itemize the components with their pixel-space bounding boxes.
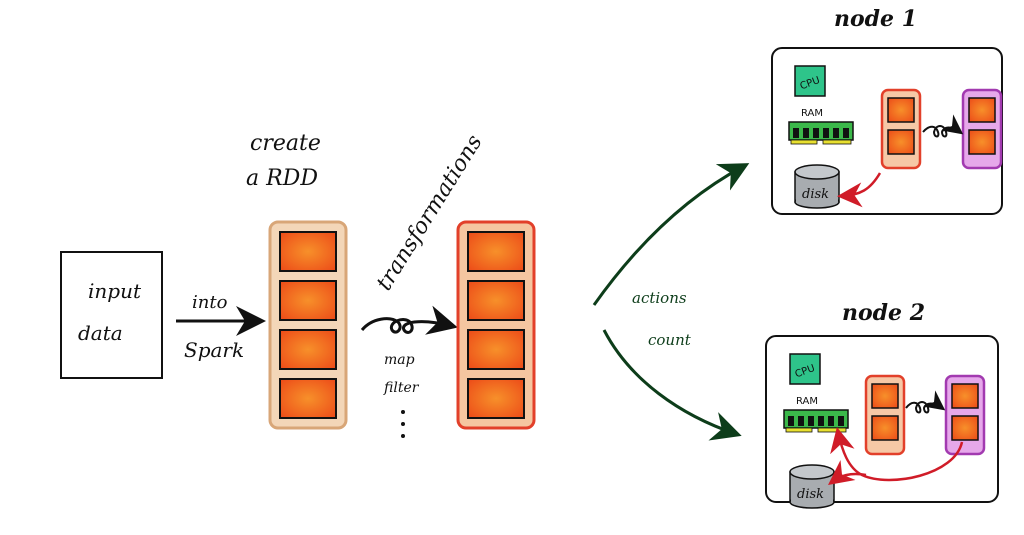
- input-label: input: [88, 279, 142, 303]
- into-label: into: [192, 292, 228, 313]
- filter-label: filter: [383, 380, 420, 396]
- rdd-container: [456, 220, 536, 430]
- create-label: create: [250, 131, 321, 156]
- cpu-icon: [789, 353, 821, 385]
- node-1-title: node 1: [834, 6, 917, 32]
- ram-chip: [788, 416, 794, 426]
- spark-label: Spark: [184, 338, 244, 362]
- node-partition: [887, 97, 915, 123]
- disk-top: [794, 164, 840, 180]
- ram-pins: [822, 139, 852, 145]
- ram-pins: [817, 427, 847, 433]
- node-partition: [871, 383, 899, 409]
- ram-chip: [833, 128, 839, 138]
- map-label: map: [384, 352, 415, 368]
- cpu-icon: [794, 65, 826, 97]
- rdd-partition: [467, 329, 525, 370]
- into-spark-arrow: into Spark: [176, 292, 266, 362]
- ram-chip: [793, 128, 799, 138]
- ram-chip: [818, 416, 824, 426]
- node-2-title: node 2: [842, 300, 925, 326]
- disk-label: disk: [797, 487, 824, 502]
- ram-chip: [843, 128, 849, 138]
- node-partition: [871, 415, 899, 441]
- actions-label: actions: [632, 289, 687, 307]
- disk-body: [791, 486, 833, 502]
- ram-chip: [813, 128, 819, 138]
- ram-pins: [790, 139, 818, 145]
- ellipsis-dots: [401, 410, 405, 438]
- actions-arrow-up: [592, 163, 750, 306]
- rdd-partition: [279, 231, 337, 272]
- rdd-partition: [467, 378, 525, 419]
- disk-label: disk: [802, 187, 829, 202]
- node-partition: [951, 383, 979, 409]
- rdd-initial: [268, 220, 348, 430]
- ram-chip: [803, 128, 809, 138]
- actions-arrow-down: [602, 329, 742, 441]
- rdd-partition: [467, 231, 525, 272]
- data-label: data: [78, 321, 123, 345]
- node-partition: [887, 129, 915, 155]
- rdd-transformed: [456, 220, 536, 430]
- node-partition: [951, 415, 979, 441]
- input-data-box: input data: [60, 251, 163, 379]
- count-label: count: [648, 331, 692, 349]
- ram-chip: [808, 416, 814, 426]
- rdd-partition: [279, 329, 337, 370]
- rdd-container: [268, 220, 348, 430]
- disk-body: [796, 186, 838, 202]
- transformation-arrow: [360, 305, 458, 335]
- rdd-partition: [467, 280, 525, 321]
- a-rdd-label: a RDD: [246, 166, 318, 191]
- ram-chip: [823, 128, 829, 138]
- ram-label: RAM: [796, 396, 818, 407]
- ram-pins: [785, 427, 813, 433]
- ram-chip: [828, 416, 834, 426]
- rdd-partition: [279, 280, 337, 321]
- ram-chip: [838, 416, 844, 426]
- node-partition: [968, 97, 996, 123]
- disk-top: [789, 464, 835, 480]
- ram-label: RAM: [801, 108, 823, 119]
- rdd-partition: [279, 378, 337, 419]
- ram-chip: [798, 416, 804, 426]
- node-partition: [968, 129, 996, 155]
